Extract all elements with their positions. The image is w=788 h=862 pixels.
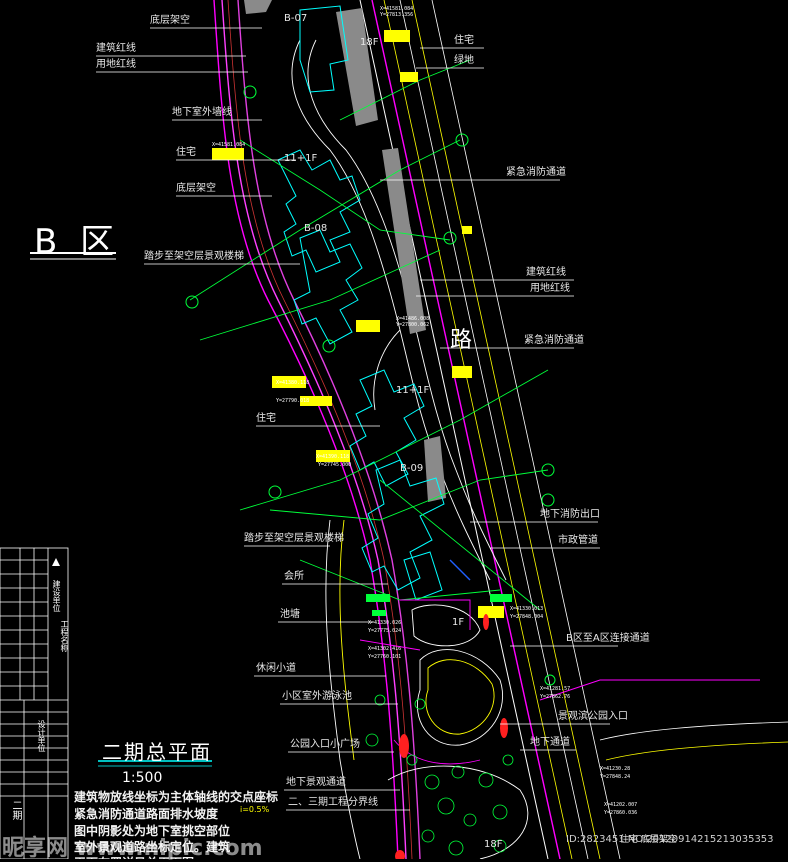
svg-text:X=41380.118: X=41380.118 bbox=[276, 380, 309, 386]
title-block-text: 二期 bbox=[10, 800, 21, 820]
callout-right: 紧急消防通道 bbox=[524, 335, 584, 346]
svg-text:X=41302.416: X=41302.416 bbox=[368, 646, 401, 652]
building-code: B-08 bbox=[304, 223, 328, 234]
svg-text:Y=27813.356: Y=27813.356 bbox=[380, 12, 413, 18]
svg-text:X=41330.013: X=41330.013 bbox=[510, 606, 543, 612]
green-pads bbox=[366, 594, 512, 616]
floor-label: 11+1F bbox=[396, 385, 430, 396]
callout-right: 地下通道 bbox=[530, 737, 570, 748]
floor-label: 18F bbox=[360, 37, 379, 48]
callout-left: 二、三期工程分界线 bbox=[288, 797, 378, 808]
floor-label: 11+1F bbox=[284, 153, 318, 164]
svg-text:X=41581.084: X=41581.084 bbox=[380, 6, 413, 12]
callout-left: 公园入口小广场 bbox=[290, 739, 360, 750]
callout-left: 底层架空 bbox=[176, 183, 216, 194]
callout-right: 用地红线 bbox=[530, 283, 570, 294]
coordinate-tags bbox=[212, 30, 504, 618]
callout-left: 地下室外墙线 bbox=[172, 107, 232, 118]
floor-label: 18F bbox=[484, 839, 503, 850]
callout-left: 踏步至架空层景观楼梯 bbox=[144, 251, 244, 262]
svg-text:Y=27790.018: Y=27790.018 bbox=[276, 398, 309, 404]
floor-label: 1F bbox=[452, 617, 465, 628]
leader-lines bbox=[96, 27, 618, 811]
callout-right: B区至A区连接通道 bbox=[566, 633, 650, 644]
callout-left: 住宅 bbox=[256, 413, 276, 424]
callout-right: 紧急消防通道 bbox=[506, 167, 566, 178]
callout-left: 踏步至架空层景观楼梯 bbox=[244, 533, 344, 544]
slope-value: i=0.5% bbox=[240, 805, 270, 814]
region-title: B 区 bbox=[34, 222, 121, 262]
svg-text:Y=27800.062: Y=27800.062 bbox=[396, 322, 429, 328]
title-underlines bbox=[30, 252, 212, 767]
plan-scale: 1:500 bbox=[122, 770, 163, 786]
svg-text:X=41202.007: X=41202.007 bbox=[604, 802, 637, 808]
svg-text:Y=27848.24: Y=27848.24 bbox=[600, 774, 630, 780]
callout-left: 池塘 bbox=[280, 609, 300, 620]
svg-text:Y=27848.004: Y=27848.004 bbox=[510, 614, 543, 620]
callout-left: 地下景观通道 bbox=[286, 777, 346, 788]
landscape-park bbox=[325, 519, 529, 859]
svg-text:X=41330.026: X=41330.026 bbox=[368, 620, 401, 626]
svg-text:Y=27745.000: Y=27745.000 bbox=[318, 462, 351, 468]
general-note: 图中阴影处为地下室挑空部位 bbox=[74, 824, 231, 838]
general-note: 平面布置详见总平面图 bbox=[74, 854, 194, 859]
watermark: 昵享网 www.nipic.com bbox=[2, 836, 263, 861]
svg-text:X=41486.008: X=41486.008 bbox=[396, 316, 429, 322]
callout-right: 建筑红线 bbox=[526, 267, 566, 278]
svg-text:X=41581.084: X=41581.084 bbox=[212, 142, 245, 148]
callout-left: 建筑红线 bbox=[96, 43, 136, 54]
callout-left: 会所 bbox=[284, 571, 304, 582]
callout-left: 小区室外游泳池 bbox=[282, 691, 352, 702]
buildings bbox=[277, 5, 445, 601]
svg-text:Y=27862.76: Y=27862.76 bbox=[540, 694, 570, 700]
building-code: B-07 bbox=[284, 13, 308, 24]
callout-right: 住宅 bbox=[454, 35, 474, 46]
svg-text:Y=27775.024: Y=27775.024 bbox=[368, 628, 401, 634]
callout-right: 景观滨公园入口 bbox=[558, 711, 628, 722]
coordinate-text: X=41581.084 Y=27813.356 X=41581.084 X=41… bbox=[212, 6, 637, 816]
title-block-logo bbox=[52, 558, 60, 566]
plan-title: 二期总平面 bbox=[102, 740, 212, 764]
blue-accents bbox=[449, 559, 471, 581]
red-markers bbox=[395, 614, 508, 859]
grid-lines bbox=[189, 59, 549, 611]
callout-left: 住宅 bbox=[176, 147, 196, 158]
callout-right: 绿地 bbox=[454, 55, 474, 66]
title-block bbox=[0, 547, 69, 859]
title-block-text: 设计单位 bbox=[37, 720, 46, 752]
image-id: ID:2823451 NO:20120914215213035353 bbox=[566, 834, 774, 845]
callout-left: 休闲小道 bbox=[256, 663, 296, 674]
general-note: 建筑物放线坐标为主体轴线的交点座标 bbox=[74, 790, 279, 804]
svg-text:X=41281.57: X=41281.57 bbox=[540, 686, 570, 692]
general-note: 室外景观道路坐标定位。建筑 bbox=[74, 840, 231, 854]
title-block-text: 建设单位 bbox=[52, 580, 61, 612]
grid-bubbles bbox=[185, 85, 556, 686]
title-block-text: 工程名称 bbox=[60, 620, 69, 652]
road-label: 路 bbox=[450, 328, 473, 353]
general-note: 紧急消防通道路面排水坡度 bbox=[74, 807, 219, 821]
svg-text:X=41390.118: X=41390.118 bbox=[316, 454, 349, 460]
trees bbox=[365, 694, 514, 856]
callout-right: 地下消防出口 bbox=[540, 509, 600, 520]
callout-right: 市政管道 bbox=[558, 535, 598, 546]
building-code: B-09 bbox=[400, 463, 424, 474]
svg-text:Y=27760.101: Y=27760.101 bbox=[368, 654, 401, 660]
fire-lane-blocks bbox=[244, 0, 446, 502]
callout-left: 用地红线 bbox=[96, 59, 136, 70]
svg-text:Y=27860.036: Y=27860.036 bbox=[604, 810, 637, 816]
svg-text:X=41230.28: X=41230.28 bbox=[600, 766, 630, 772]
callout-left: 底层架空 bbox=[150, 15, 190, 26]
road-edges bbox=[359, 0, 788, 859]
bottom-right-label: 住宅 底层架空 bbox=[620, 835, 677, 845]
